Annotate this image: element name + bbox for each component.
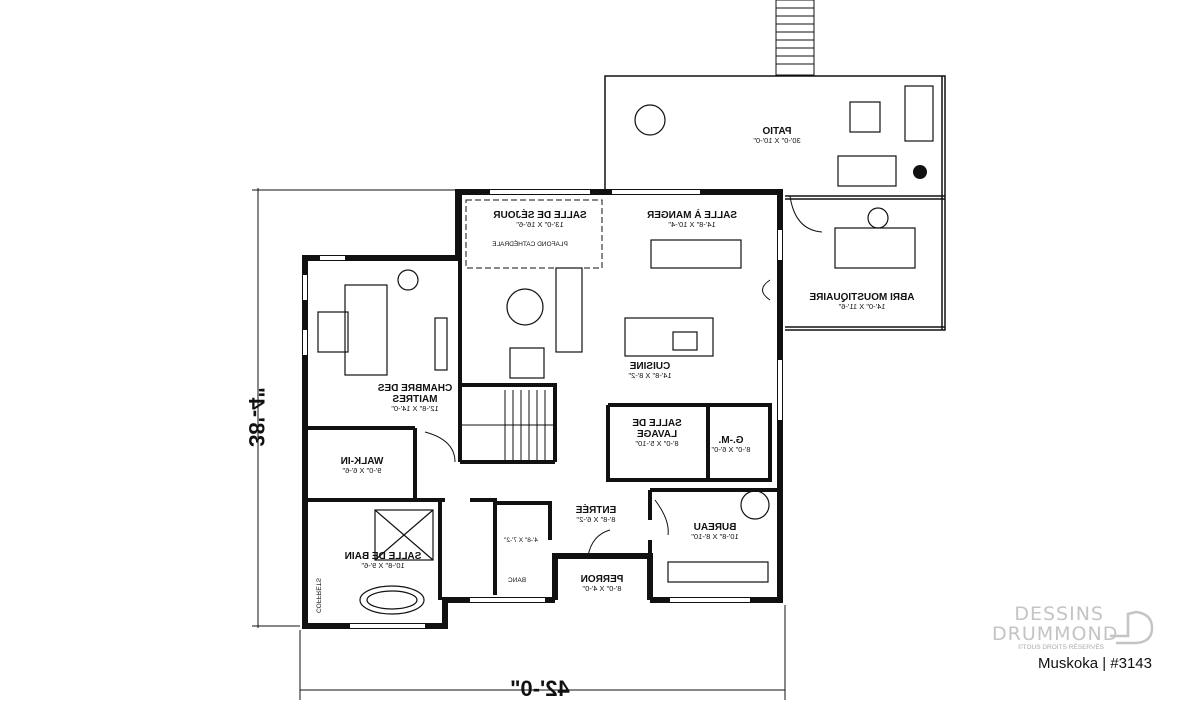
model-label: Muskoka | #3143 xyxy=(1038,655,1152,672)
room-dims: 8'-0" X 4'-0" xyxy=(582,584,622,593)
width-dimension: 42'-0" xyxy=(510,676,570,701)
logo-line1: DESSINS xyxy=(1014,603,1104,625)
interior-stairs xyxy=(462,390,555,460)
room-dims: 8'-0" X 6'-0" xyxy=(711,445,751,454)
depth-dimension: 38'-4" xyxy=(243,387,269,447)
logo-line2: DRUMMOND xyxy=(992,623,1119,645)
brand-logo: DESSINS DRUMMOND ©TOUS DROITS RÉSERVÉS M… xyxy=(992,604,1162,672)
room-name: CHAMBRE DES MAITRES xyxy=(377,383,453,405)
logo-d-icon xyxy=(1110,610,1154,645)
room-dims: 8'-8" X 6'-2" xyxy=(576,515,616,524)
patio-outline xyxy=(604,75,946,331)
closet-dims: 4'-8" X 7'-2" xyxy=(504,537,538,544)
rights-text: ©TOUS DROITS RÉSERVÉS xyxy=(1017,644,1104,651)
room-dims: 8'-0" X 5'-10" xyxy=(635,439,679,448)
dimension-lines xyxy=(252,188,786,700)
room-dims: 9'-0" X 6'-6" xyxy=(342,466,382,475)
plant-icon xyxy=(913,165,927,179)
furniture xyxy=(317,85,934,615)
room-dims: 12'-8" X 14'-0" xyxy=(391,404,439,413)
room-dims: 14'-8" X 10'-4" xyxy=(668,220,716,229)
room-garde-manger: G.-M.8'-0" X 6'-0" xyxy=(711,435,750,454)
room-dims: 14'-0" X 11'-6" xyxy=(838,302,886,311)
room-dims: 13'-0" X 16'-6" xyxy=(516,220,564,229)
cathedral-ceiling-note: PLAFOND CATHÉDRALE xyxy=(492,241,568,248)
room-dims: 30'-0" X 10'-0" xyxy=(753,136,801,145)
exterior-stairs xyxy=(775,0,815,76)
room-dims: 14'-8" X 8'-2" xyxy=(628,371,672,380)
interior-walls xyxy=(305,195,780,600)
cathedral-ceiling-outline xyxy=(465,199,603,269)
room-dims: 10'-8" X 9'-6" xyxy=(361,561,405,570)
room-dims: 10'-8" X 8'-10" xyxy=(691,532,739,541)
room-name: SALLE DE LAVAGE xyxy=(632,418,682,440)
door-swings xyxy=(424,195,823,557)
linen-label: COFFRETS xyxy=(314,577,322,614)
bench-label: BANC xyxy=(507,577,527,584)
